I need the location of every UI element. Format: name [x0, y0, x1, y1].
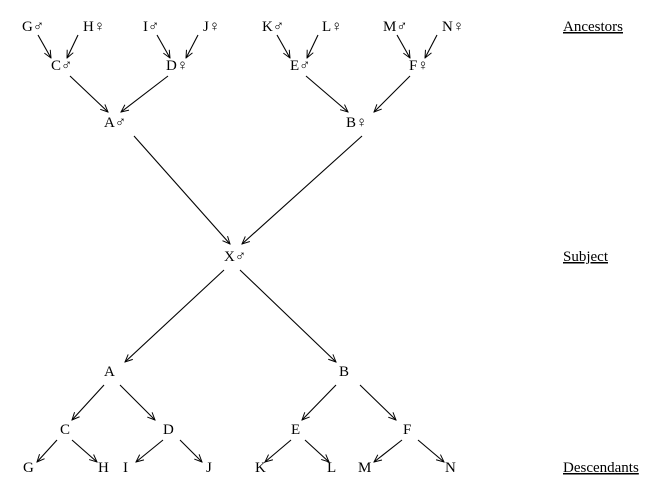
arrow-C-to-H	[71, 439, 97, 462]
node-descendant-m: M	[358, 460, 371, 476]
arrow-H♀-to-C♂	[67, 34, 79, 58]
node-ancestor-g: G♂	[22, 19, 44, 35]
node-ancestor-m: M♂	[383, 19, 408, 35]
section-label-subject: Subject	[563, 249, 609, 265]
node-ancestor-a: A♂	[104, 115, 126, 131]
arrow-F-to-M	[374, 439, 403, 462]
node-ancestor-b: B♀	[346, 115, 367, 131]
arrow-E-to-K	[265, 439, 292, 462]
arrow-I♂-to-D♀	[156, 34, 170, 58]
node-ancestor-h: H♀	[83, 19, 105, 35]
node-ancestor-c: C♂	[51, 58, 72, 74]
node-ancestor-k: K♂	[262, 19, 284, 35]
arrow-F-to-N	[417, 439, 444, 462]
section-label-descendants: Descendants	[563, 460, 639, 476]
arrow-E-to-L	[304, 439, 329, 462]
node-descendant-c: C	[60, 422, 70, 438]
node-descendant-e: E	[291, 422, 300, 438]
node-subject-x: X♂	[224, 249, 246, 265]
node-descendant-a: A	[104, 364, 115, 380]
node-descendant-l: L	[327, 460, 336, 476]
node-descendant-j: J	[206, 460, 212, 476]
arrow-E♂-to-B♀	[305, 75, 348, 112]
arrow-D-to-I	[136, 439, 164, 462]
arrow-G♂-to-C♂	[37, 34, 51, 58]
node-ancestor-d: D♀	[166, 58, 188, 74]
node-descendant-d: D	[163, 422, 174, 438]
arrow-D♀-to-A♂	[121, 75, 169, 112]
node-ancestor-n: N♀	[442, 19, 464, 35]
node-ancestor-f: F♀	[409, 58, 429, 74]
node-descendant-i: I	[123, 460, 128, 476]
arrow-A-to-D	[119, 384, 155, 420]
ancestors-tree: G♂ H♀ I♂ J♀ K♂ L♀ M♂ N♀ C♂ D♀ E♂ F♀ A♂ B…	[22, 19, 464, 131]
arrow-C-to-G	[37, 439, 58, 462]
arrow-C♂-to-A♂	[69, 75, 108, 112]
arrow-D-to-J	[179, 439, 202, 462]
arrow-A♂-to-X♂	[133, 135, 230, 244]
node-descendant-k: K	[255, 460, 266, 476]
arrow-B-to-F	[359, 384, 396, 420]
relationship-arrows	[37, 34, 444, 462]
node-descendant-f: F	[403, 422, 411, 438]
arrow-L♀-to-E♂	[307, 34, 319, 58]
arrow-F♀-to-B♀	[374, 75, 411, 112]
node-descendant-n: N	[445, 460, 456, 476]
section-label-ancestors: Ancestors	[563, 19, 623, 35]
arrow-X♂-to-B	[239, 269, 336, 362]
node-descendant-b: B	[339, 364, 349, 380]
arrow-M♂-to-F♀	[396, 34, 410, 58]
arrow-K♂-to-E♂	[276, 34, 290, 58]
node-ancestor-i: I♂	[143, 19, 159, 35]
arrow-J♀-to-D♀	[186, 34, 199, 58]
node-ancestor-e: E♂	[290, 58, 310, 74]
node-descendant-g: G	[23, 460, 34, 476]
arrow-B-to-E	[302, 384, 337, 420]
node-ancestor-l: L♀	[322, 19, 342, 35]
arrow-A-to-C	[72, 384, 105, 420]
descendants-tree: A B C D E F G H I J K L M N	[23, 364, 456, 476]
node-descendant-h: H	[98, 460, 109, 476]
arrow-N♀-to-F♀	[425, 34, 438, 58]
node-ancestor-j: J♀	[203, 19, 220, 35]
arrow-X♂-to-A	[125, 269, 225, 362]
arrow-B♀-to-X♂	[242, 135, 363, 244]
